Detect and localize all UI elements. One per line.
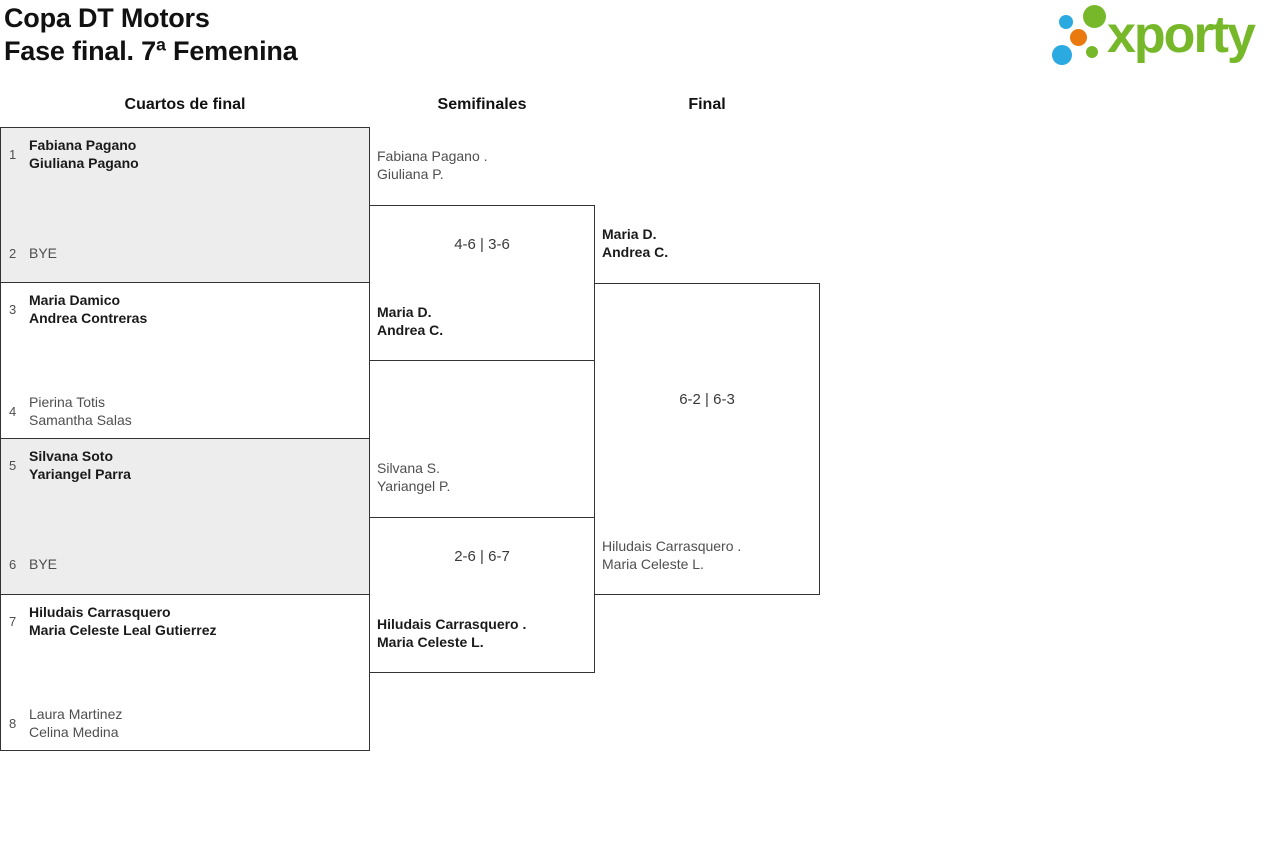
match-slot-bottom: 4 Pierina Totis Samantha Salas bbox=[1, 393, 369, 429]
quarterfinal-match-3[interactable]: 5 Silvana Soto Yariangel Parra 6 BYE bbox=[0, 439, 370, 595]
seed-number: 7 bbox=[9, 613, 17, 629]
player-name: Hiludais Carrasquero bbox=[29, 604, 171, 620]
quarterfinal-match-1[interactable]: 1 Fabiana Pagano Giuliana Pagano 2 BYE bbox=[0, 127, 370, 283]
team-names: Maria Damico Andrea Contreras bbox=[29, 291, 147, 327]
player-name: Andrea Contreras bbox=[29, 310, 148, 326]
player-name: Silvana S. bbox=[377, 460, 441, 476]
seed-number: 5 bbox=[9, 457, 17, 473]
semifinal-2-team-bottom: Hiludais Carrasquero . Maria Celeste L. bbox=[377, 615, 526, 651]
team-names: Laura Martinez Celina Medina bbox=[29, 705, 122, 741]
semifinal-match-2[interactable]: 2-6 | 6-7 bbox=[369, 517, 595, 673]
player-name: Maria Damico bbox=[29, 292, 121, 308]
player-name: Samantha Salas bbox=[29, 412, 132, 428]
round-header-semifinals: Semifinales bbox=[437, 96, 527, 113]
logo-dot-icon bbox=[1086, 46, 1098, 58]
seed-number: 1 bbox=[9, 146, 17, 162]
match-slot-bottom: 2 BYE bbox=[1, 244, 369, 262]
final-team-bottom: Hiludais Carrasquero . Maria Celeste L. bbox=[602, 537, 741, 573]
match-slot-top: 1 Fabiana Pagano Giuliana Pagano bbox=[1, 136, 369, 172]
player-name: Celina Medina bbox=[29, 724, 119, 740]
player-name: BYE bbox=[29, 245, 58, 261]
match-slot-top: 5 Silvana Soto Yariangel Parra bbox=[1, 447, 369, 483]
player-name: Maria Celeste L. bbox=[377, 634, 484, 650]
seed-number: 8 bbox=[9, 715, 17, 731]
team-names: BYE bbox=[29, 244, 57, 262]
team-names: Silvana Soto Yariangel Parra bbox=[29, 447, 131, 483]
final-team-top: Maria D. Andrea C. bbox=[602, 225, 668, 261]
player-name: Maria D. bbox=[377, 304, 432, 320]
match-slot-top: 7 Hiludais Carrasquero Maria Celeste Lea… bbox=[1, 603, 369, 639]
player-name: Yariangel Parra bbox=[29, 466, 131, 482]
player-name: Andrea C. bbox=[377, 322, 444, 338]
match-score: 2-6 | 6-7 bbox=[454, 548, 510, 565]
quarterfinal-match-4[interactable]: 7 Hiludais Carrasquero Maria Celeste Lea… bbox=[0, 595, 370, 751]
player-name: Andrea C. bbox=[602, 244, 669, 260]
semifinal-2-team-top: Silvana S. Yariangel P. bbox=[377, 459, 450, 495]
logo-dot-icon bbox=[1052, 45, 1072, 65]
player-name: Hiludais Carrasquero . bbox=[602, 538, 742, 554]
player-name: Fabiana Pagano . bbox=[377, 148, 488, 164]
seed-number: 6 bbox=[9, 556, 17, 572]
logo-dot-icon bbox=[1083, 5, 1106, 28]
seed-number: 3 bbox=[9, 301, 17, 317]
quarterfinal-match-2[interactable]: 3 Maria Damico Andrea Contreras 4 Pierin… bbox=[0, 283, 370, 439]
player-name: Silvana Soto bbox=[29, 448, 114, 464]
player-name: BYE bbox=[29, 556, 58, 572]
xporty-logo[interactable]: xporty bbox=[1045, 2, 1277, 68]
final-match[interactable]: 6-2 | 6-3 bbox=[594, 283, 820, 595]
player-name: Laura Martinez bbox=[29, 706, 123, 722]
match-slot-bottom: 6 BYE bbox=[1, 555, 369, 573]
player-name: Yariangel P. bbox=[377, 478, 451, 494]
semifinal-1-team-bottom: Maria D. Andrea C. bbox=[377, 303, 443, 339]
round-header-final: Final bbox=[688, 96, 726, 113]
semifinal-match-1[interactable]: 4-6 | 3-6 bbox=[369, 205, 595, 361]
player-name: Hiludais Carrasquero . bbox=[377, 616, 527, 632]
team-names: Hiludais Carrasquero Maria Celeste Leal … bbox=[29, 603, 217, 639]
player-name: Maria D. bbox=[602, 226, 657, 242]
player-name: Pierina Totis bbox=[29, 394, 106, 410]
page-title: Copa DT Motors Fase final. 7ª Femenina bbox=[4, 2, 298, 68]
logo-wordmark: xporty bbox=[1107, 6, 1256, 64]
match-slot-bottom: 8 Laura Martinez Celina Medina bbox=[1, 705, 369, 741]
match-score: 4-6 | 3-6 bbox=[454, 236, 510, 253]
logo-dot-icon bbox=[1059, 15, 1073, 29]
player-name: Maria Celeste L. bbox=[602, 556, 704, 572]
logo-dot-icon bbox=[1070, 29, 1087, 46]
team-names: BYE bbox=[29, 555, 57, 573]
team-names: Fabiana Pagano Giuliana Pagano bbox=[29, 136, 139, 172]
player-name: Giuliana Pagano bbox=[29, 155, 139, 171]
match-slot-top: 3 Maria Damico Andrea Contreras bbox=[1, 291, 369, 327]
phase-category: Fase final. 7ª Femenina bbox=[4, 36, 298, 66]
match-score: 6-2 | 6-3 bbox=[679, 391, 735, 408]
player-name: Giuliana P. bbox=[377, 166, 444, 182]
team-names: Pierina Totis Samantha Salas bbox=[29, 393, 132, 429]
tournament-name: Copa DT Motors bbox=[4, 3, 210, 33]
player-name: Fabiana Pagano bbox=[29, 137, 137, 153]
semifinal-1-team-top: Fabiana Pagano . Giuliana P. bbox=[377, 147, 488, 183]
seed-number: 2 bbox=[9, 245, 17, 261]
player-name: Maria Celeste Leal Gutierrez bbox=[29, 622, 217, 638]
round-header-quarterfinals: Cuartos de final bbox=[124, 96, 246, 113]
seed-number: 4 bbox=[9, 403, 17, 419]
